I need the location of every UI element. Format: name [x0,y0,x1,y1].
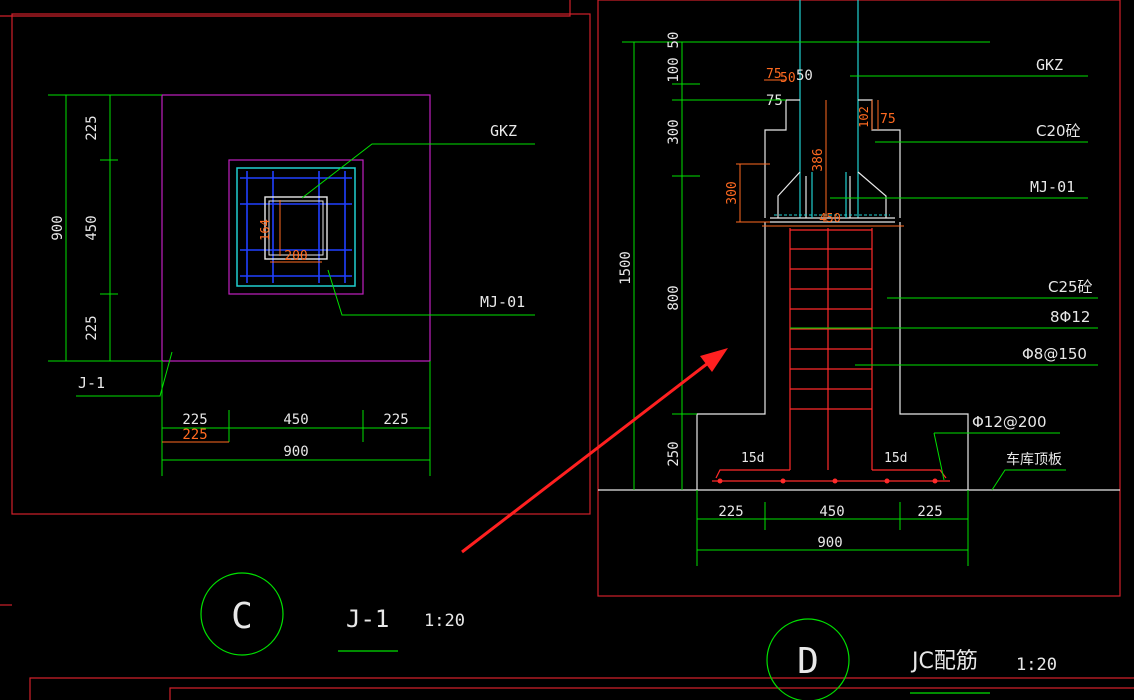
section-view[interactable]: 15d 15d 75 50 50 75 300 386 102 75 450 [598,0,1120,566]
section-dim-225-a: 225 [718,504,743,520]
section-label-slab: 车库顶板 [1006,451,1062,468]
section-dim-225-c: 225 [917,504,942,520]
plan-bottom-dim-lines [161,361,431,476]
frame-plan [11,13,591,515]
plan-rebar-grid [240,171,352,283]
title-c-scale: 1:20 [424,611,465,631]
section-dim-50-white: 50 [796,68,813,84]
plan-dim-225-top: 225 [84,115,100,140]
annotation-arrow [461,348,728,554]
section-anchor-bolts [811,172,847,218]
plan-dim-900-h: 900 [283,444,308,460]
plan-label-gkz: GKZ [490,122,517,140]
title-d-scale: 1:20 [1016,655,1057,675]
plan-left-dim-lines [48,94,162,362]
section-dim-386: 386 [811,148,826,171]
section-dim-300-red: 300 [725,181,740,204]
plan-footing-outline [161,94,431,362]
plan-dim-225-red: 225 [182,427,207,443]
plan-column-outer [264,196,328,260]
section-dim-450-h: 450 [819,504,844,520]
section-dim-50-v: 50 [666,32,682,49]
title-c-name: J-1 [346,605,389,633]
section-label-c25: C25砼 [1048,278,1093,296]
section-dim-800-v: 800 [666,285,682,310]
plan-dim-450-h: 450 [283,412,308,428]
frame-bottom [29,677,1134,700]
plan-label-mj01: MJ-01 [480,293,525,311]
section-footing-left [696,222,766,490]
plan-dim-225-bot: 225 [84,315,100,340]
title-d: D JC配筋 1:20 [766,618,1057,700]
section-bottom-dim-lines [696,490,969,566]
section-label-bottom-mesh: Φ12@200 [972,413,1047,431]
section-hook-right: 15d [884,451,907,466]
plan-leaders [76,143,535,397]
plan-inner-dims [270,200,322,263]
section-base-plate [770,171,895,223]
plan-embed-plate [236,167,356,287]
section-dim-100-v: 100 [666,57,682,82]
section-label-c20: C20砼 [1036,122,1081,140]
section-dim-300-v: 300 [666,119,682,144]
title-c: C J-1 1:20 [200,572,465,656]
plan-dim-225-c: 225 [383,412,408,428]
plan-dim-900-v: 900 [50,215,66,240]
plan-label-j1: J-1 [78,374,105,392]
section-left-dim-lines [622,41,990,490]
section-dim-102: 102 [857,106,871,128]
section-dim-1500: 1500 [618,251,634,285]
section-label-mj01: MJ-01 [1030,178,1075,196]
title-d-circle [766,618,850,700]
section-column-lines [799,0,859,218]
title-d-name: JC配筋 [910,649,978,674]
section-dim-250-v: 250 [666,441,682,466]
plan-dim-225-a: 225 [182,412,207,428]
section-bottom-bars [717,478,938,484]
title-c-letter: C [231,596,253,637]
section-dim-75c: 75 [880,112,896,127]
section-dim-450-red: 450 [819,211,841,225]
section-footing-right [899,222,969,490]
section-dim-75b: 75 [766,93,783,109]
plan-dim-164: 164 [258,219,272,241]
section-dim-50: 50 [780,71,796,86]
plan-column-inner [268,200,324,256]
section-red-dims [736,79,904,227]
section-label-bars: 8Φ12 [1050,308,1090,326]
section-dim-75a: 75 [766,67,782,82]
plan-dim-450-v: 450 [84,215,100,240]
plan-view[interactable]: 164 200 GKZ MJ-01 J-1 900 225 450 225 [48,94,535,476]
section-hook-left: 15d [741,451,764,466]
title-c-circle [200,572,284,656]
plan-dim-200: 200 [284,249,307,264]
frame-bottom-inner [169,687,1134,700]
frame-outer-top [0,0,571,17]
section-label-stirrup: Φ8@150 [1022,345,1087,363]
section-leaders [790,75,1098,491]
frame-section [597,0,1121,597]
section-dim-900-h: 900 [817,535,842,551]
section-label-gkz: GKZ [1036,56,1063,74]
section-rebar-cage [712,228,950,482]
section-c20-outline-left [764,99,800,218]
title-d-letter: D [797,641,819,682]
plan-pedestal-outline [228,159,364,295]
